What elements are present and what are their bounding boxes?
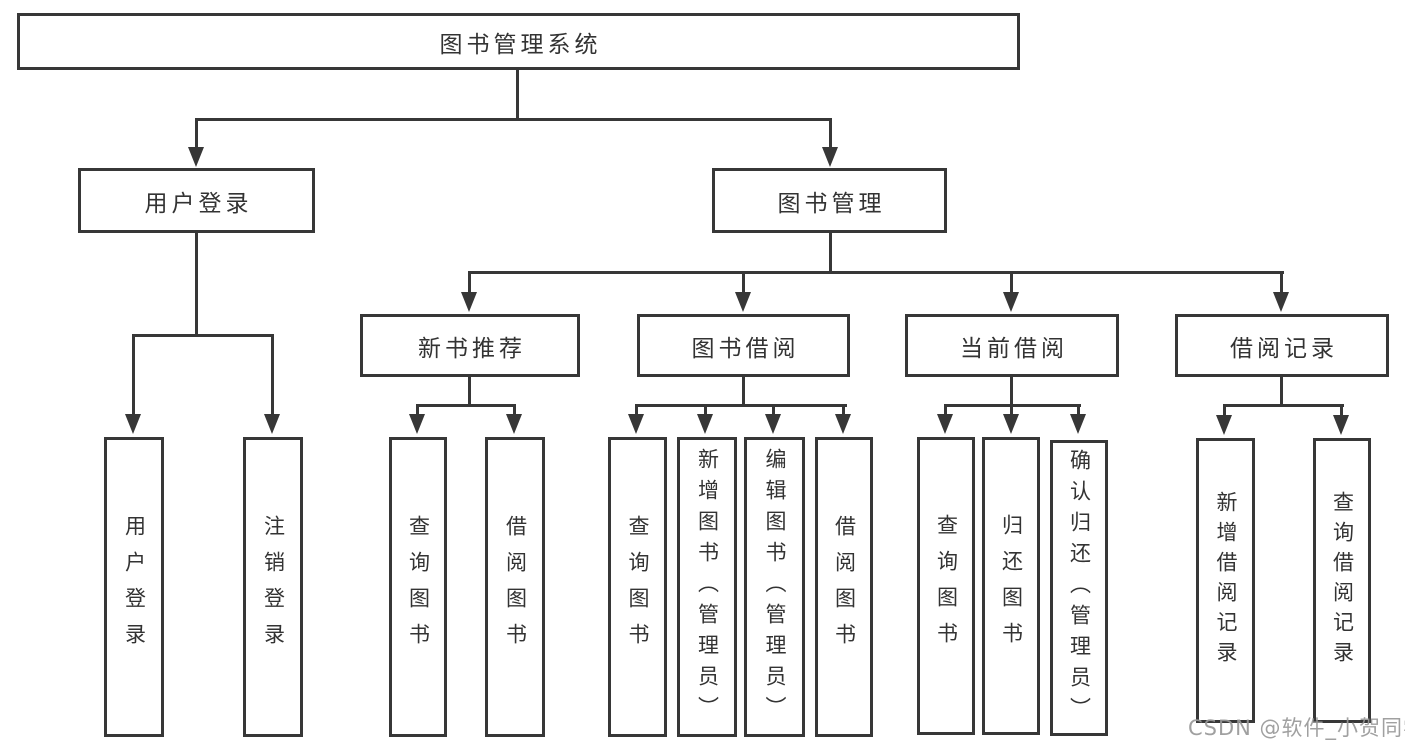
arrow-down-icon (264, 414, 280, 434)
connector-book-borrowing-span (635, 404, 847, 407)
connector-level3-span (468, 271, 1284, 274)
leaf-query-books-borrowing: 查询图书 (608, 437, 667, 737)
connector-level2-span (195, 118, 832, 121)
connector-user-login-drop (195, 233, 198, 337)
connector-book-management-drop (829, 233, 832, 274)
node-new-book-recommend: 新书推荐 (360, 314, 580, 377)
leaf-borrow-books-borrowing: 借阅图书 (815, 437, 873, 737)
node-label: 用户登录 (122, 515, 147, 659)
node-label: 图书管理系统 (439, 31, 602, 58)
node-label: 新增图书（管理员） (695, 447, 720, 727)
connector-stem (842, 404, 845, 416)
connector-stem (772, 404, 775, 416)
connector-stem (704, 404, 707, 416)
connector-stem (1010, 404, 1013, 416)
connector-root-drop (516, 69, 519, 118)
leaf-confirm-return-admin: 确认归还（管理员） (1050, 440, 1108, 736)
arrow-down-icon (506, 414, 522, 434)
node-label: 借阅图书 (832, 515, 857, 659)
connector-stem-new-book (468, 271, 471, 294)
node-label: 新书推荐 (418, 335, 526, 362)
node-current-borrowing: 当前借阅 (905, 314, 1119, 377)
arrow-down-icon (461, 292, 477, 312)
node-book-borrowing: 图书借阅 (637, 314, 850, 377)
arrow-down-icon (937, 414, 953, 434)
leaf-edit-book-admin: 编辑图书（管理员） (744, 437, 805, 737)
leaf-logout: 注销登录 (243, 437, 303, 737)
node-label: 归还图书 (999, 514, 1024, 658)
connector-stem (416, 404, 419, 416)
connector-stem-borrowing-records (1280, 271, 1283, 294)
connector-borrowing-records-drop (1280, 377, 1283, 406)
arrow-down-icon (822, 147, 838, 167)
node-label: 用户登录 (144, 190, 253, 217)
arrow-down-icon (409, 414, 425, 434)
arrow-down-icon (835, 414, 851, 434)
leaf-user-login: 用户登录 (104, 437, 164, 737)
connector-user-login-span (132, 334, 274, 337)
connector-stem (1340, 404, 1343, 416)
node-label: 借阅记录 (1230, 335, 1338, 362)
arrow-down-icon (1216, 415, 1232, 435)
connector-borrowing-records-span (1223, 404, 1344, 407)
leaf-borrow-books-recommend: 借阅图书 (485, 437, 545, 737)
connector-book-borrowing-drop (742, 377, 745, 406)
leaf-add-borrow-record: 新增借阅记录 (1196, 438, 1255, 723)
connector-stem (635, 404, 638, 416)
arrow-down-icon (765, 414, 781, 434)
arrow-down-icon (628, 414, 644, 434)
connector-stem-book-borrowing (742, 271, 745, 294)
node-label: 查询图书 (934, 514, 959, 658)
node-root: 图书管理系统 (17, 13, 1020, 70)
arrow-down-icon (697, 414, 713, 434)
node-label: 确认归还（管理员） (1067, 448, 1092, 728)
arrow-down-icon (1070, 414, 1086, 434)
connector-stem (1077, 404, 1080, 416)
arrow-down-icon (1273, 292, 1289, 312)
node-label: 图书借阅 (691, 335, 800, 362)
node-label: 图书管理 (777, 190, 886, 217)
node-label: 当前借阅 (960, 335, 1068, 362)
connector-stem-book-management (829, 118, 832, 150)
node-user-login: 用户登录 (78, 168, 315, 233)
connector-current-borrowing-drop (1010, 377, 1013, 406)
connector-stem (513, 404, 516, 416)
node-label: 借阅图书 (503, 515, 528, 659)
node-label: 查询图书 (626, 515, 650, 659)
leaf-query-books-current: 查询图书 (917, 437, 975, 735)
node-label: 编辑图书（管理员） (763, 447, 787, 727)
connector-stem-leaf-logout (271, 334, 274, 414)
arrow-down-icon (1003, 414, 1019, 434)
connector-stem-leaf-user-login (132, 334, 135, 414)
arrow-down-icon (125, 414, 141, 434)
node-borrowing-records: 借阅记录 (1175, 314, 1389, 377)
arrow-down-icon (1003, 292, 1019, 312)
arrow-down-icon (735, 292, 751, 312)
arrow-down-icon (1333, 415, 1349, 435)
connector-stem (1223, 404, 1226, 416)
connector-stem (944, 404, 947, 416)
connector-stem-current-borrowing (1010, 271, 1013, 294)
leaf-add-book-admin: 新增图书（管理员） (677, 437, 737, 737)
node-label: 查询借阅记录 (1330, 490, 1355, 671)
node-label: 查询图书 (406, 515, 431, 659)
leaf-return-books: 归还图书 (982, 437, 1040, 735)
node-label: 新增借阅记录 (1214, 490, 1238, 671)
watermark-text: CSDN @软件_小贺同学 (1188, 716, 1405, 740)
connector-stem-user-login (195, 118, 198, 150)
node-label: 注销登录 (261, 515, 286, 659)
connector-new-book-span (416, 404, 516, 407)
node-book-management: 图书管理 (712, 168, 947, 233)
leaf-query-books-recommend: 查询图书 (389, 437, 447, 737)
arrow-down-icon (188, 147, 204, 167)
connector-new-book-drop (468, 377, 471, 406)
leaf-query-borrow-record: 查询借阅记录 (1313, 438, 1371, 723)
